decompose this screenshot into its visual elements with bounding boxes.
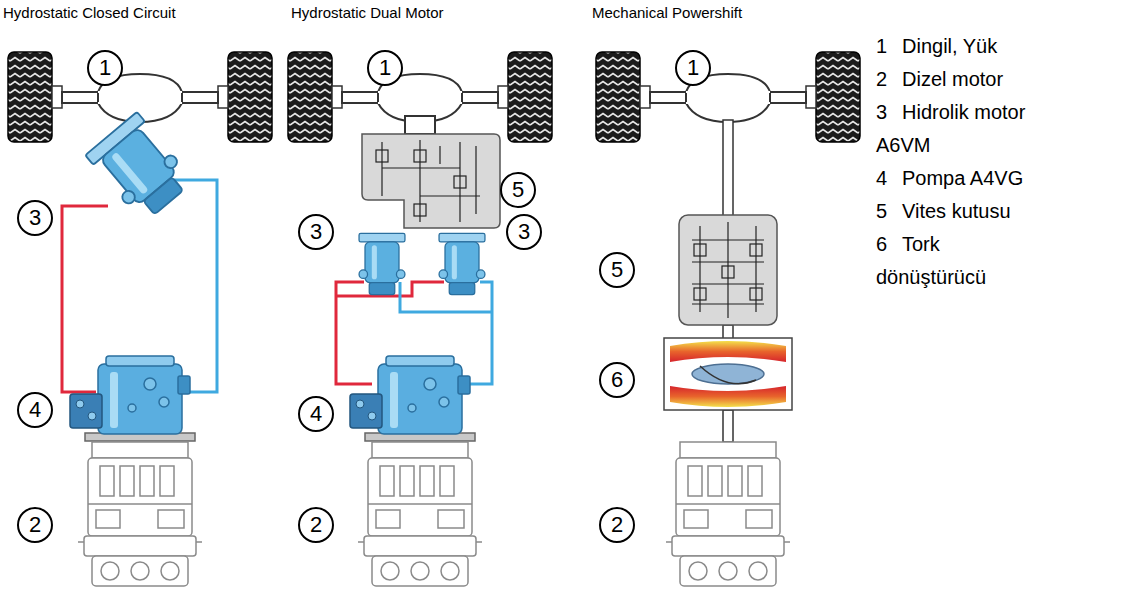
gearbox-neck — [405, 116, 435, 134]
hydraulic-motor — [85, 112, 195, 224]
callout-number: 2 — [310, 514, 322, 536]
axle-wheels — [288, 52, 552, 142]
callout-circle: 4 — [298, 396, 334, 432]
drawing-part — [694, 288, 706, 300]
parts-list-row: 3Hidrolik motor A6VM — [876, 96, 1046, 162]
callout-number: 3 — [29, 207, 41, 229]
drawing-part — [454, 176, 466, 188]
part-number: 2 — [876, 63, 902, 96]
drawing-part — [750, 244, 762, 256]
gear-train — [692, 222, 764, 318]
drawing-part — [692, 261, 764, 262]
gearbox — [362, 134, 500, 228]
drawing-part — [750, 288, 762, 300]
drawing-part — [692, 364, 764, 384]
drawing-part — [694, 244, 706, 256]
hydraulic-pump — [350, 356, 475, 441]
column-title: Mechanical Powershift — [592, 4, 742, 22]
callout-number: 1 — [379, 57, 391, 79]
drive-shaft — [723, 410, 733, 442]
column-title: Hydrostatic Closed Circuit — [3, 4, 176, 22]
drawing-part — [414, 204, 426, 216]
parts-list-row: 6Tork dönüştürücü — [876, 228, 1046, 294]
drive-shaft — [723, 120, 733, 216]
drawing-part — [670, 341, 786, 362]
callout-circle: 4 — [17, 392, 53, 428]
return-hose — [400, 282, 492, 312]
drawing-part — [692, 303, 764, 304]
drawing-part — [459, 142, 460, 222]
callout-circle: 3 — [17, 200, 53, 236]
column-title: Hydrostatic Dual Motor — [291, 4, 444, 22]
drawing-part — [692, 239, 764, 240]
callout-number: 1 — [99, 57, 111, 79]
drawing-part — [670, 386, 786, 407]
drawing-part — [419, 140, 420, 222]
drawing-part — [664, 338, 792, 410]
torque-converter — [664, 338, 792, 410]
diesel-engine — [666, 442, 790, 586]
part-name: Pompa A4VG — [902, 167, 1023, 189]
powershift-gearbox — [679, 215, 777, 325]
drive-shaft — [723, 325, 733, 339]
parts-list-row: 4Pompa A4VG — [876, 162, 1046, 195]
part-number: 5 — [876, 195, 902, 228]
hydraulic-pump — [70, 356, 195, 441]
drawing-part — [700, 366, 756, 384]
callout-circle: 1 — [675, 50, 711, 86]
drawing-part — [414, 150, 426, 162]
part-number: 1 — [876, 30, 902, 63]
hydraulic-motor — [439, 233, 485, 294]
parts-list-row: 1Dingil, Yük — [876, 30, 1046, 63]
return-hose — [170, 180, 217, 392]
return-hose — [466, 282, 492, 384]
drawing-part — [722, 266, 734, 278]
callout-circle: 2 — [298, 507, 334, 543]
part-name: Dingil, Yük — [902, 35, 997, 57]
callout-circle: 5 — [599, 252, 635, 288]
parts-list-row: 5Vites kutusu — [876, 195, 1046, 228]
diesel-engine — [78, 442, 202, 586]
part-number: 3 — [876, 96, 902, 129]
callout-number: 4 — [29, 399, 41, 421]
callout-number: 5 — [611, 259, 623, 281]
callout-circle: 5 — [500, 172, 536, 208]
callout-number: 3 — [518, 221, 530, 243]
part-name: Vites kutusu — [902, 200, 1011, 222]
parts-list-row: 2Dizel motor — [876, 63, 1046, 96]
callout-number: 2 — [611, 514, 623, 536]
drawing-part — [475, 146, 476, 214]
drawing-part — [692, 283, 764, 284]
diesel-engine — [358, 442, 482, 586]
gear-train — [376, 140, 480, 222]
part-number: 6 — [876, 228, 902, 261]
part-number: 4 — [876, 162, 902, 195]
part-name: Tork dönüştürücü — [876, 233, 986, 288]
callout-number: 1 — [687, 57, 699, 79]
drawing-part — [376, 150, 388, 162]
drawing-part — [382, 167, 460, 168]
drawing-part — [439, 146, 440, 164]
callout-circle: 2 — [17, 507, 53, 543]
drawing-part — [420, 195, 480, 196]
part-name: Hidrolik motor A6VM — [876, 101, 1025, 156]
callout-circle: 1 — [367, 50, 403, 86]
axle-wheels — [8, 52, 272, 142]
callout-circle: 6 — [599, 362, 635, 398]
callout-number: 5 — [512, 179, 524, 201]
callout-circle: 2 — [599, 507, 635, 543]
part-name: Dizel motor — [902, 68, 1003, 90]
callout-circle: 1 — [87, 50, 123, 86]
callout-circle: 3 — [506, 214, 542, 250]
drawing-part — [755, 226, 756, 312]
callout-number: 2 — [29, 514, 41, 536]
callout-number: 4 — [310, 403, 322, 425]
hydraulic-motor — [359, 233, 405, 294]
callout-number: 3 — [310, 221, 322, 243]
drawing-part — [699, 226, 700, 312]
callout-number: 6 — [611, 369, 623, 391]
callout-circle: 3 — [298, 214, 334, 250]
